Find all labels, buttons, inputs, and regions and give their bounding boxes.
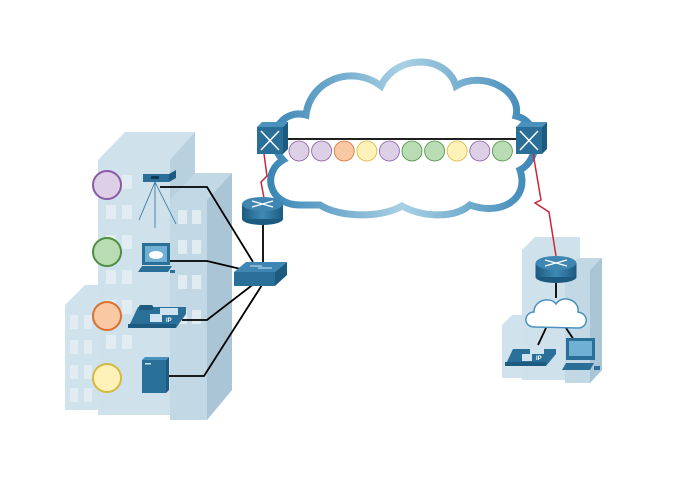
wan-switch-right[interactable] <box>516 122 547 154</box>
packet-yellow <box>356 140 378 162</box>
router-left[interactable] <box>242 197 283 225</box>
serial-links <box>260 152 557 257</box>
link-server-switch <box>168 284 263 377</box>
packet-purple <box>469 140 491 162</box>
pc-icon-right[interactable] <box>562 338 600 370</box>
router-right[interactable] <box>535 256 577 283</box>
access-switch[interactable] <box>234 262 287 286</box>
ethernet-links <box>160 138 575 377</box>
serial-link-right <box>532 152 557 257</box>
packet-purple <box>288 140 310 162</box>
class-marker-yellow <box>92 363 122 393</box>
packet-purple <box>378 140 400 162</box>
link-camera-switch <box>160 186 254 263</box>
ip-phone-icon-right[interactable]: IP <box>505 349 556 366</box>
class-marker-green <box>92 237 122 267</box>
ip-label: IP <box>166 318 172 324</box>
link-phone-switch <box>182 282 256 321</box>
server-icon[interactable] <box>142 357 169 393</box>
link-pc-switch <box>170 260 246 271</box>
class-marker-purple <box>92 170 122 200</box>
ip-label: IP <box>536 356 542 362</box>
video-camera-icon[interactable] <box>138 170 177 228</box>
packet-row <box>288 140 513 162</box>
serial-link-left <box>260 153 268 199</box>
packet-green <box>401 140 423 162</box>
lan-cloud-right <box>525 298 587 329</box>
class-marker-orange <box>92 301 122 331</box>
packet-orange <box>333 140 355 162</box>
packet-yellow <box>446 140 468 162</box>
packet-purple <box>311 140 333 162</box>
wan-switch-left[interactable] <box>257 122 288 154</box>
pc-icon[interactable] <box>138 243 175 273</box>
traffic-class-markers <box>92 170 122 393</box>
packet-green <box>424 140 446 162</box>
ip-phone-icon-left[interactable]: IP <box>128 305 186 328</box>
link-cloud-phone <box>537 327 547 346</box>
packet-green <box>491 140 513 162</box>
